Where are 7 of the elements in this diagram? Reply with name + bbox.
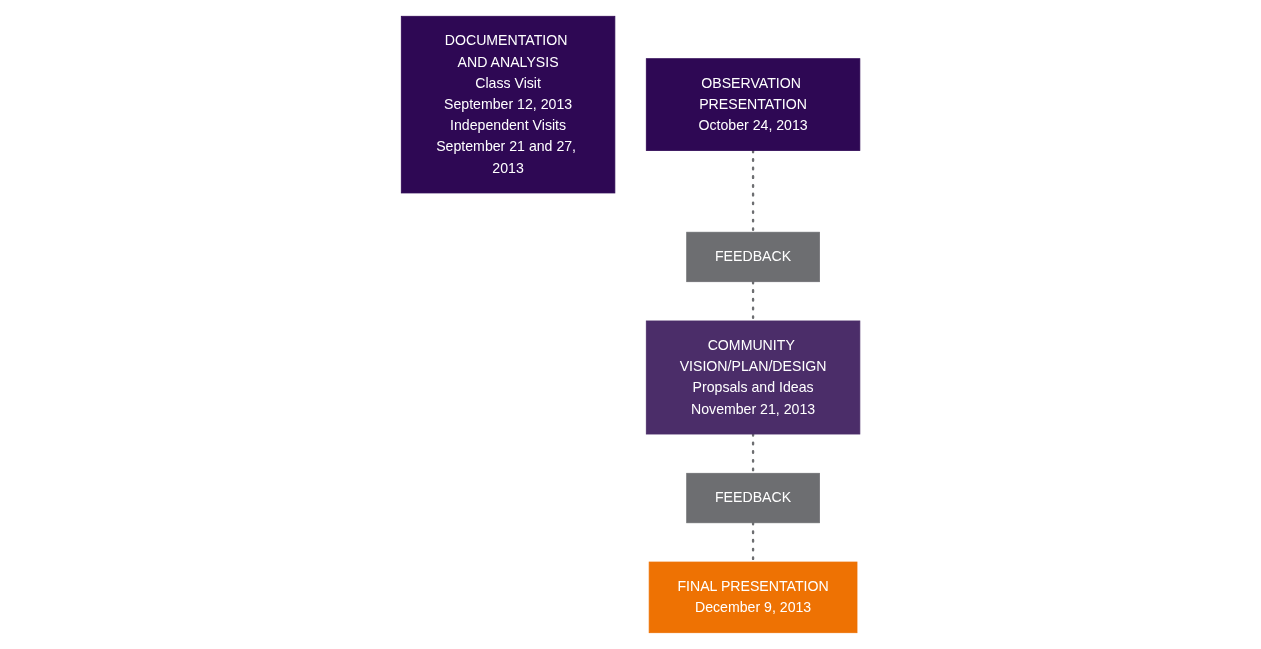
node-box: DOCUMENTATION AND ANALYSIS Class Visit September 12, 2013 Independent Visits September 21 and 27, 2013	[400, 15, 616, 194]
node-box: FINAL PRESENTATION December 9, 2013	[648, 561, 858, 634]
node-box: OBSERVATION PRESENTATION October 24, 2013	[645, 58, 861, 151]
node-box: FEEDBACK	[686, 231, 820, 283]
node-box: FEEDBACK	[686, 472, 820, 524]
connector	[751, 149, 755, 234]
node-box: COMMUNITY VISION/PLAN/DESIGN Propsals and Ideas November 21, 2013	[645, 320, 861, 435]
